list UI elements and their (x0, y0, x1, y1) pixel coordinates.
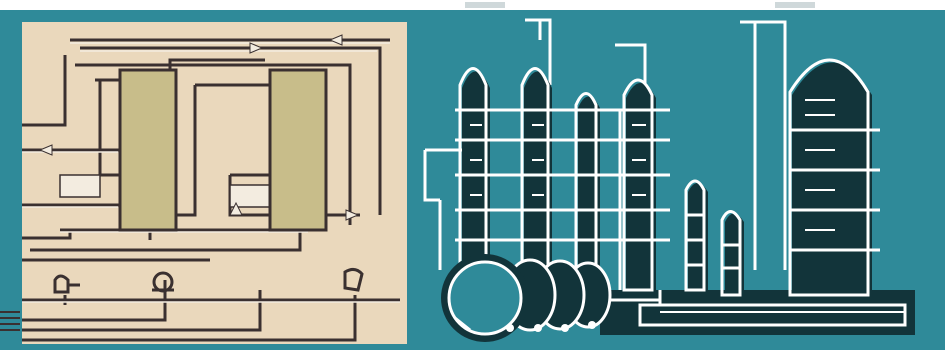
reactor-vessel-2 (270, 70, 326, 230)
tower-4 (624, 80, 656, 295)
tower-7 (790, 60, 872, 300)
reactor-vessel-1 (120, 70, 176, 230)
schematic-panel (0, 22, 407, 344)
tower-5 (686, 181, 708, 295)
tower-6 (722, 212, 744, 299)
